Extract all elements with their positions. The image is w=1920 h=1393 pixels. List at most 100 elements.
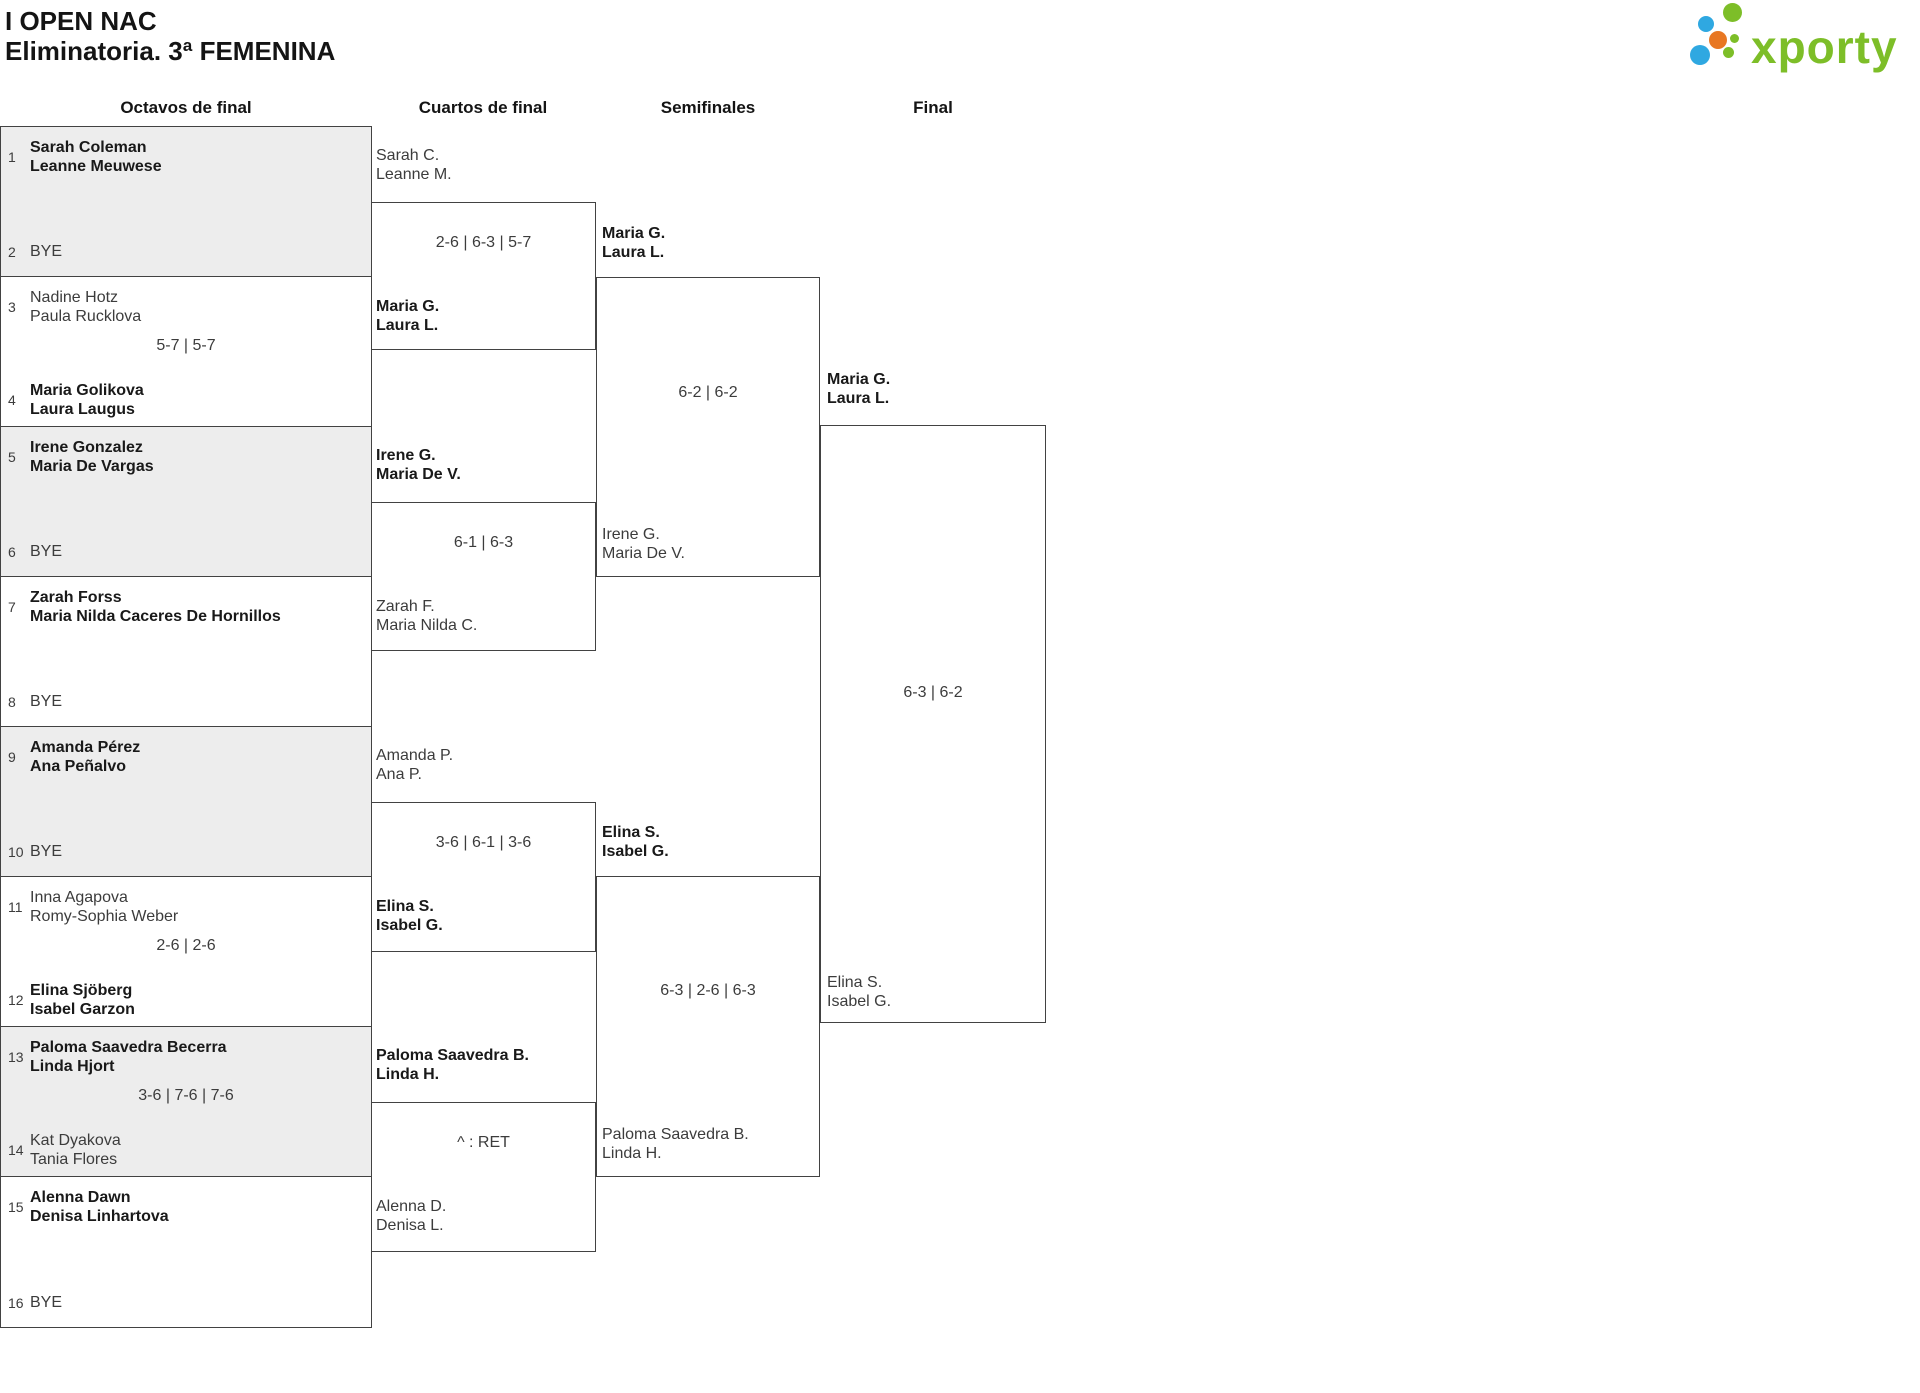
match-score: 6-3 | 2-6 | 6-3 xyxy=(660,982,756,999)
team-name: BYE xyxy=(30,1293,62,1312)
seed-number: 10 xyxy=(8,843,24,860)
player-name: Linda H. xyxy=(376,1066,440,1083)
round-header-octavos: Octavos de final xyxy=(120,98,252,117)
bracket-slot: 3 Nadine Hotz Paula Rucklova xyxy=(8,288,363,326)
team-name: Alenna Dawn Denisa Linhartova xyxy=(30,1188,169,1226)
bracket-slot: 13 Paloma Saavedra Becerra Linda Hjort xyxy=(8,1038,363,1076)
seed-number: 11 xyxy=(8,899,23,915)
player-name: Alenna D. xyxy=(376,1198,447,1215)
player-name: Irene Gonzalez xyxy=(30,439,143,456)
qf-match-2-box xyxy=(371,502,596,651)
player-name: Linda Hjort xyxy=(30,1058,115,1075)
bracket-slot: 15 Alenna Dawn Denisa Linhartova xyxy=(8,1188,363,1226)
player-name: Maria G. xyxy=(827,371,891,388)
logo-dot-green-tiny xyxy=(1730,34,1739,43)
r16-match-3: 5 Irene Gonzalez Maria De Vargas 6 BYE xyxy=(1,427,371,577)
qf-match-3-box xyxy=(371,802,596,952)
bracket-slot: 16 BYE xyxy=(8,1293,363,1312)
bracket-slot: 7 Zarah Forss Maria Nilda Caceres De Hor… xyxy=(8,588,363,626)
player-name: Maria De V. xyxy=(602,545,685,562)
match-score: 3-6 | 7-6 | 7-6 xyxy=(138,1087,234,1104)
player-name: Paloma Saavedra B. xyxy=(602,1126,749,1143)
player-name: Irene G. xyxy=(602,526,660,543)
player-name: BYE xyxy=(30,543,63,560)
r16-match-8: 15 Alenna Dawn Denisa Linhartova 16 BYE xyxy=(1,1177,371,1327)
team-name: Irene G. Maria De V. xyxy=(376,446,461,484)
qf-match-4-box xyxy=(371,1102,596,1252)
seed-number: 12 xyxy=(8,992,24,1008)
player-name: BYE xyxy=(30,843,63,860)
seed-number: 9 xyxy=(8,749,16,765)
team-name: Maria G. Laura L. xyxy=(827,370,890,408)
team-name: Inna Agapova Romy-Sophia Weber xyxy=(30,888,178,926)
player-name: Amanda P. xyxy=(376,747,454,764)
r16-match-7: 13 Paloma Saavedra Becerra Linda Hjort 3… xyxy=(1,1027,371,1177)
team-name: Irene G. Maria De V. xyxy=(602,525,685,563)
seed-number: 6 xyxy=(8,543,16,560)
player-name: Irene G. xyxy=(376,447,436,464)
bracket-slot: 6 BYE xyxy=(8,542,363,561)
player-name: Tania Flores xyxy=(30,1151,118,1168)
seed-number: 14 xyxy=(8,1142,24,1158)
bracket-slot: 1 Sarah Coleman Leanne Meuwese xyxy=(8,138,363,176)
match-score: 5-7 | 5-7 xyxy=(156,337,216,354)
player-name: Denisa Linhartova xyxy=(30,1208,169,1225)
logo-wordmark: xporty xyxy=(1751,21,1898,73)
logo-dot-green-small xyxy=(1723,47,1734,58)
team-name: Zarah Forss Maria Nilda Caceres De Horni… xyxy=(30,588,281,626)
bracket-slot: 8 BYE xyxy=(8,692,363,711)
tournament-title-block: I OPEN NAC Eliminatoria. 3ª FEMENINA xyxy=(5,6,335,66)
match-score: 2-6 | 6-3 | 5-7 xyxy=(435,234,532,251)
player-name: Nadine Hotz xyxy=(30,289,119,306)
player-name: Elina S. xyxy=(602,824,660,841)
player-name: Isabel Garzon xyxy=(30,1001,135,1018)
team-name: Nadine Hotz Paula Rucklova xyxy=(30,288,141,326)
player-name: Alenna Dawn xyxy=(30,1189,131,1206)
player-name: Paula Rucklova xyxy=(30,308,142,325)
player-name: Maria G. xyxy=(602,225,666,242)
match-score: 6-3 | 6-2 xyxy=(903,684,963,701)
team-name: Paloma Saavedra Becerra Linda Hjort xyxy=(30,1038,227,1076)
player-name: BYE xyxy=(30,1294,63,1311)
bracket-slot: 10 BYE xyxy=(8,842,363,861)
team-name: Elina S. Isabel G. xyxy=(827,973,891,1011)
player-name: Isabel G. xyxy=(602,843,669,860)
player-name: Amanda Pérez xyxy=(30,739,141,756)
seed-number: 15 xyxy=(8,1199,24,1215)
player-name: Linda H. xyxy=(602,1145,662,1162)
seed-number: 5 xyxy=(8,449,16,465)
team-name: Zarah F. Maria Nilda C. xyxy=(376,597,477,635)
player-name: Maria Nilda Caceres De Hornillos xyxy=(30,608,281,625)
player-name: Sarah C. xyxy=(376,147,440,164)
logo-dot-green-large xyxy=(1723,3,1742,22)
seed-number: 13 xyxy=(8,1049,24,1065)
player-name: Laura L. xyxy=(376,317,439,334)
player-name: Maria De Vargas xyxy=(30,458,154,475)
player-name: Zarah Forss xyxy=(30,589,122,606)
team-name: BYE xyxy=(30,542,62,561)
player-name: Sarah Coleman xyxy=(30,139,147,156)
seed-number: 1 xyxy=(8,149,16,165)
r16-match-6: 11 Inna Agapova Romy-Sophia Weber 2-6 | … xyxy=(1,877,371,1027)
player-name: Maria Golikova xyxy=(30,382,144,399)
sf-match-2-box xyxy=(596,876,820,1177)
sf-match-1-box xyxy=(596,277,820,577)
match-score: 2-6 | 2-6 xyxy=(156,937,216,954)
player-name: Maria G. xyxy=(376,298,440,315)
team-name: BYE xyxy=(30,692,62,711)
player-name: Elina Sjöberg xyxy=(30,982,133,999)
team-name: Maria G. Laura L. xyxy=(602,224,665,262)
round-header-cuartos: Cuartos de final xyxy=(418,98,548,117)
team-name: Paloma Saavedra B. Linda H. xyxy=(602,1125,749,1163)
team-name: Maria G. Laura L. xyxy=(376,297,439,335)
round-header-semifinales: Semifinales xyxy=(660,98,756,117)
player-name: Denisa L. xyxy=(376,1217,444,1234)
player-name: Ana P. xyxy=(376,766,422,783)
match-score: 3-6 | 6-1 | 3-6 xyxy=(435,834,532,851)
bracket-slot: 5 Irene Gonzalez Maria De Vargas xyxy=(8,438,363,476)
team-name: Amanda P. Ana P. xyxy=(376,746,453,784)
team-name: Kat Dyakova Tania Flores xyxy=(30,1131,121,1169)
r16-match-4: 7 Zarah Forss Maria Nilda Caceres De Hor… xyxy=(1,577,371,727)
player-name: Paloma Saavedra Becerra xyxy=(30,1039,227,1056)
